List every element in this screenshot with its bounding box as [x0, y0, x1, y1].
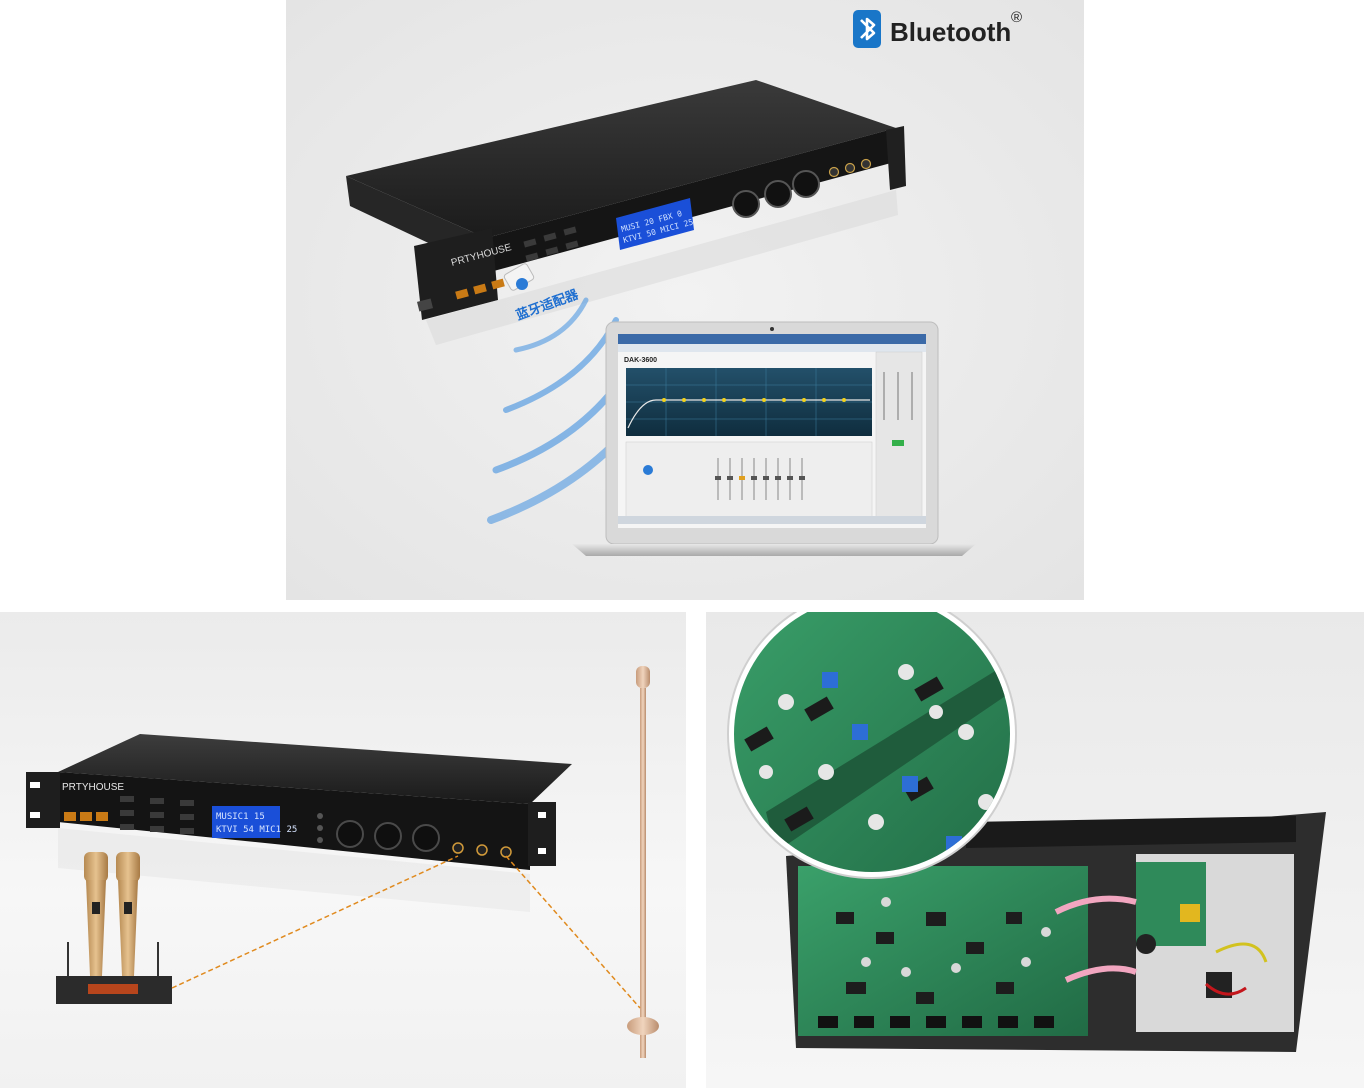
audio-processor-unit: PRTYHOUSE MUSI 20 FBX 0 KTVI 50 MICI 25	[346, 80, 906, 345]
laptop-with-control-software: DAK-3600	[572, 321, 976, 556]
connection-cables	[171, 855, 641, 1009]
unit-lcd-front-line1: MUSIC1 15	[216, 812, 265, 822]
wireless-microphone-set	[56, 852, 172, 1004]
unit-lcd-front-line2: KTVI 54 MIC1 25	[216, 825, 297, 835]
registered-mark: ®	[1011, 9, 1022, 26]
microphone-stand	[627, 666, 659, 1058]
unit-brand-front: PRTYHOUSE	[62, 782, 124, 793]
wireless-mic-connection-panel: PRTYHOUSE MUSIC1 15 KTVI 54 MIC1 25	[0, 612, 686, 1088]
bluetooth-label: Bluetooth	[890, 17, 1011, 47]
bluetooth-adapter-dongle	[503, 263, 535, 291]
bluetooth-product-panel: Bluetooth ® PRTYHOUSE	[286, 0, 1084, 600]
software-title: DAK-3600	[624, 357, 657, 364]
audio-processor-unit-front: PRTYHOUSE MUSIC1 15 KTVI 54 MIC1 25	[26, 734, 572, 912]
pcb-magnified-view	[727, 612, 1017, 879]
internal-circuit-panel	[706, 612, 1364, 1088]
bluetooth-logo: Bluetooth ®	[853, 9, 1022, 48]
open-chassis	[786, 812, 1326, 1052]
